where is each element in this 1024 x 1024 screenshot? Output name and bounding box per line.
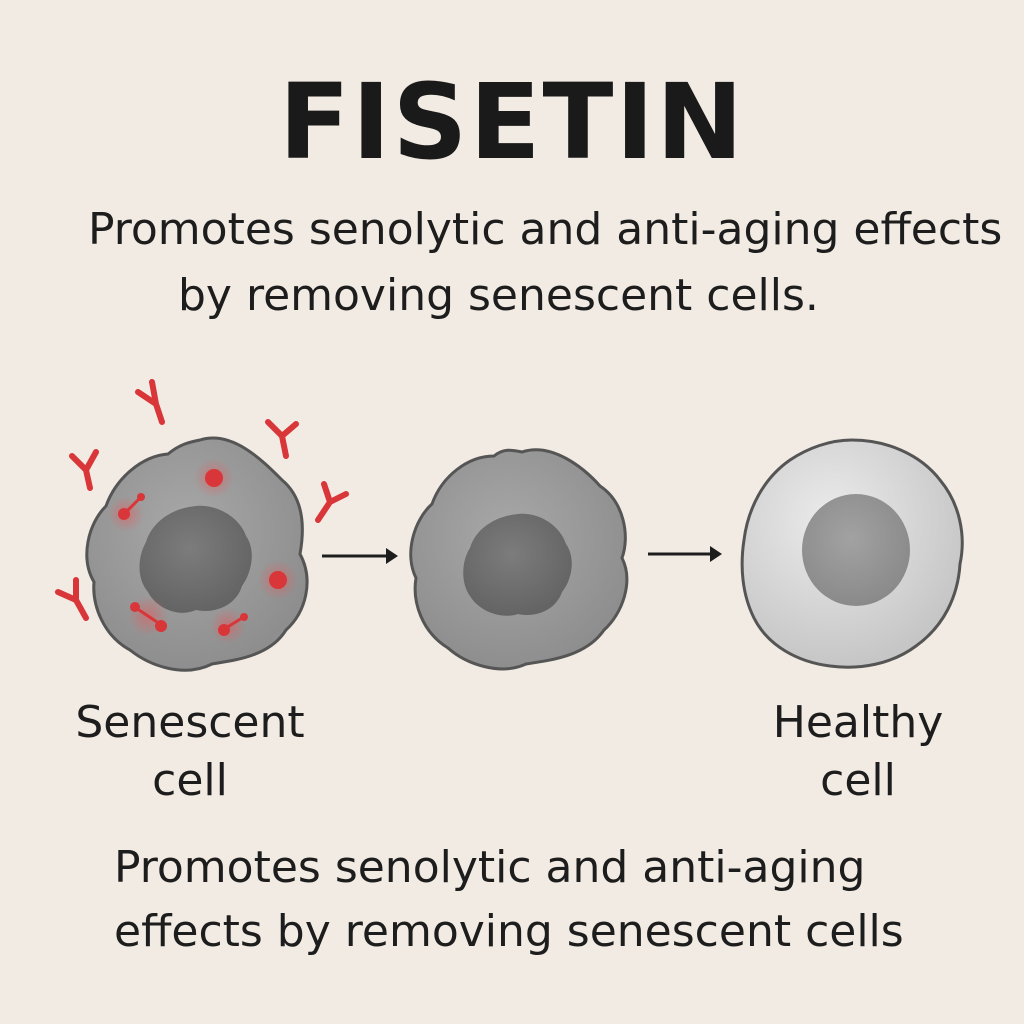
intermediate-cell-nucleus xyxy=(463,513,572,616)
sasp-dot-icon xyxy=(269,571,287,589)
senescent-label-line-2: cell xyxy=(152,755,228,806)
outro-line-2: effects by removing senescent cells xyxy=(114,906,904,957)
healthy-cell xyxy=(740,438,964,669)
senescent-cell-nucleus xyxy=(139,505,252,613)
intro-line-2: by removing senescent cells. xyxy=(178,270,819,321)
sasp-dumbbell-icon xyxy=(210,608,248,644)
senescent-label-line-1: Senescent xyxy=(75,697,305,748)
sasp-dumbbell-icon xyxy=(108,493,145,532)
antibody-icon xyxy=(135,379,165,425)
cell-transition-diagram xyxy=(55,379,964,672)
page-title: FISETIN xyxy=(278,61,746,183)
arrow-right-icon xyxy=(648,546,722,562)
intro-line-1: Promotes senolytic and anti-aging effect… xyxy=(88,204,1003,255)
antibody-icon xyxy=(69,449,99,491)
intermediate-cell xyxy=(409,448,629,671)
healthy-cell-nucleus xyxy=(802,494,910,606)
senescent-cell xyxy=(55,379,349,672)
sasp-dumbbell-icon xyxy=(128,596,168,636)
healthy-label-line-1: Healthy xyxy=(772,697,944,748)
antibody-icon xyxy=(315,481,349,523)
healthy-cell-label: Healthy cell xyxy=(708,694,1008,810)
antibody-icon xyxy=(55,577,89,621)
healthy-label-line-2: cell xyxy=(820,755,896,806)
antibody-icon xyxy=(265,419,299,459)
arrow-right-icon xyxy=(322,548,398,564)
sasp-dot-icon xyxy=(205,469,223,487)
outro-line-1: Promotes senolytic and anti-aging xyxy=(114,842,866,893)
senescent-cell-label: Senescent cell xyxy=(40,694,340,810)
